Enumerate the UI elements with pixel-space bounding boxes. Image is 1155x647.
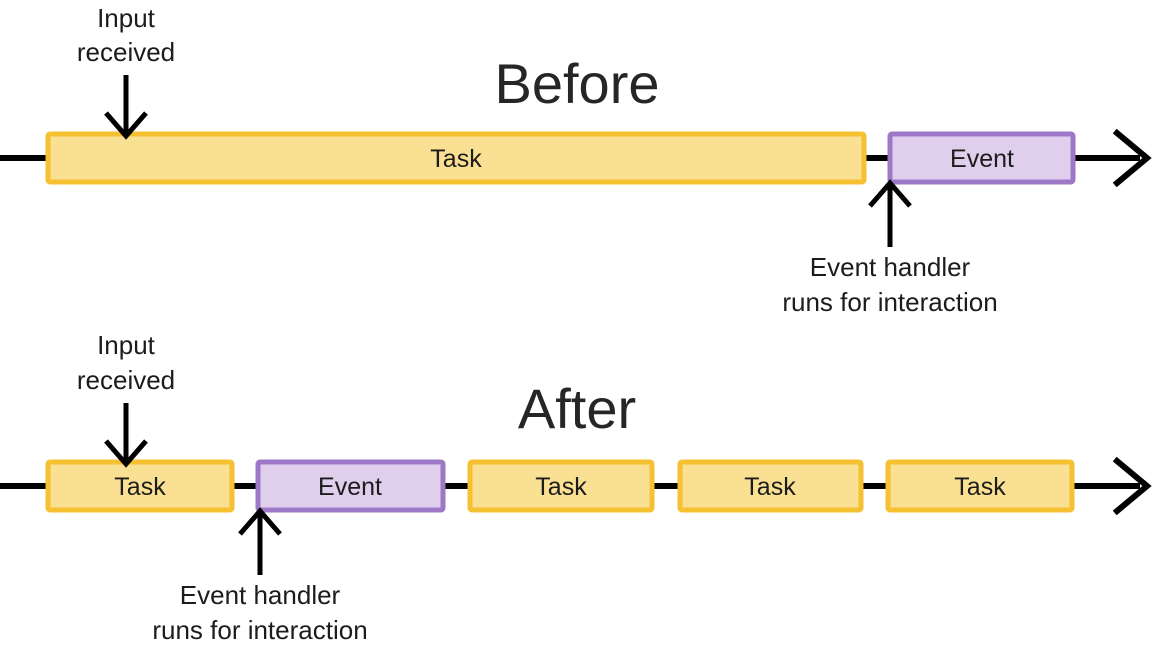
after-event-label: Event — [318, 473, 382, 501]
after-input-arrow-down-icon — [104, 439, 148, 468]
after-title: After — [518, 377, 636, 440]
after-task-label-4: Task — [954, 473, 1006, 501]
before-task-block[interactable]: Task — [45, 131, 867, 185]
before-input-arrow-down-icon — [104, 111, 148, 140]
after-task-rect-3[interactable] — [677, 459, 864, 513]
before-input-received-line-1: Input — [97, 3, 156, 33]
after-task-block-1[interactable]: Task — [45, 459, 235, 513]
after-task-rect-1[interactable] — [45, 459, 235, 513]
after-task-rect-2[interactable] — [467, 459, 655, 513]
after-task-label-2: Task — [535, 473, 587, 501]
after-task-label-3: Task — [744, 473, 796, 501]
after-task-block-3[interactable]: Task — [677, 459, 864, 513]
before-event-block[interactable]: Event — [887, 131, 1076, 185]
after-axis-arrow-icon — [1112, 456, 1152, 516]
after-input-received-line-2: received — [77, 365, 175, 395]
before-event-handler-annotation: Event handler runs for interaction — [782, 179, 998, 317]
section-after: After Task Event Task — [0, 330, 1152, 645]
before-task-rect[interactable] — [45, 131, 867, 185]
after-task-rect-4[interactable] — [885, 459, 1075, 513]
after-task-block-2[interactable]: Task — [467, 459, 655, 513]
after-handler-arrow-up-icon — [238, 507, 282, 536]
before-handler-line-1: Event handler — [810, 252, 971, 282]
after-task-block-4[interactable]: Task — [885, 459, 1075, 513]
after-handler-line-1: Event handler — [180, 580, 341, 610]
before-axis-arrow-icon — [1112, 128, 1152, 188]
after-input-received-annotation: Input received — [77, 330, 175, 468]
before-handler-line-2: runs for interaction — [782, 287, 997, 317]
before-task-label: Task — [430, 145, 482, 173]
after-event-block[interactable]: Event — [255, 459, 446, 513]
before-event-rect[interactable] — [887, 131, 1076, 185]
before-input-received-line-2: received — [77, 37, 175, 67]
after-input-received-line-1: Input — [97, 330, 156, 360]
before-handler-arrow-up-icon — [868, 179, 912, 208]
after-event-rect[interactable] — [255, 459, 446, 513]
section-before: Before Task Event Input received — [0, 3, 1152, 317]
before-title: Before — [495, 52, 660, 115]
after-task-label-1: Task — [114, 473, 166, 501]
after-handler-line-2: runs for interaction — [152, 615, 367, 645]
after-event-handler-annotation: Event handler runs for interaction — [152, 507, 368, 645]
before-event-label: Event — [950, 145, 1014, 173]
before-input-received-annotation: Input received — [77, 3, 175, 140]
